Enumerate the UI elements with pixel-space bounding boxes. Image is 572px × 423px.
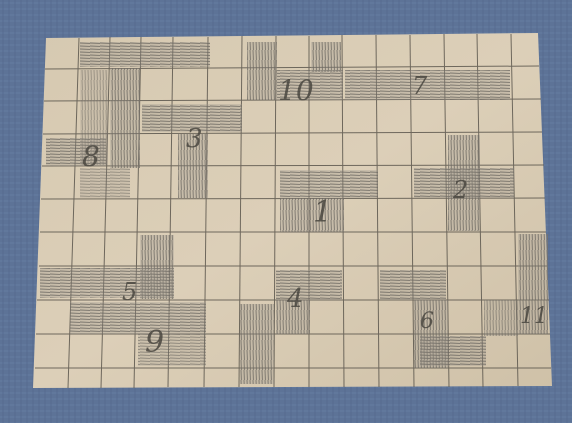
piece-label: 7 <box>412 72 428 100</box>
piece-label: 4 <box>286 284 304 314</box>
piece-label: 6 <box>420 309 434 334</box>
piece-label: 8 <box>82 140 100 173</box>
piece-label: 11 <box>520 304 548 329</box>
piece-label: 10 <box>278 74 314 107</box>
piece-label: 3 <box>186 124 203 154</box>
piece-label: 1 <box>313 195 332 230</box>
piece-label: 9 <box>145 325 164 360</box>
piece-label: 5 <box>122 278 137 306</box>
piece-label: 2 <box>452 176 468 204</box>
